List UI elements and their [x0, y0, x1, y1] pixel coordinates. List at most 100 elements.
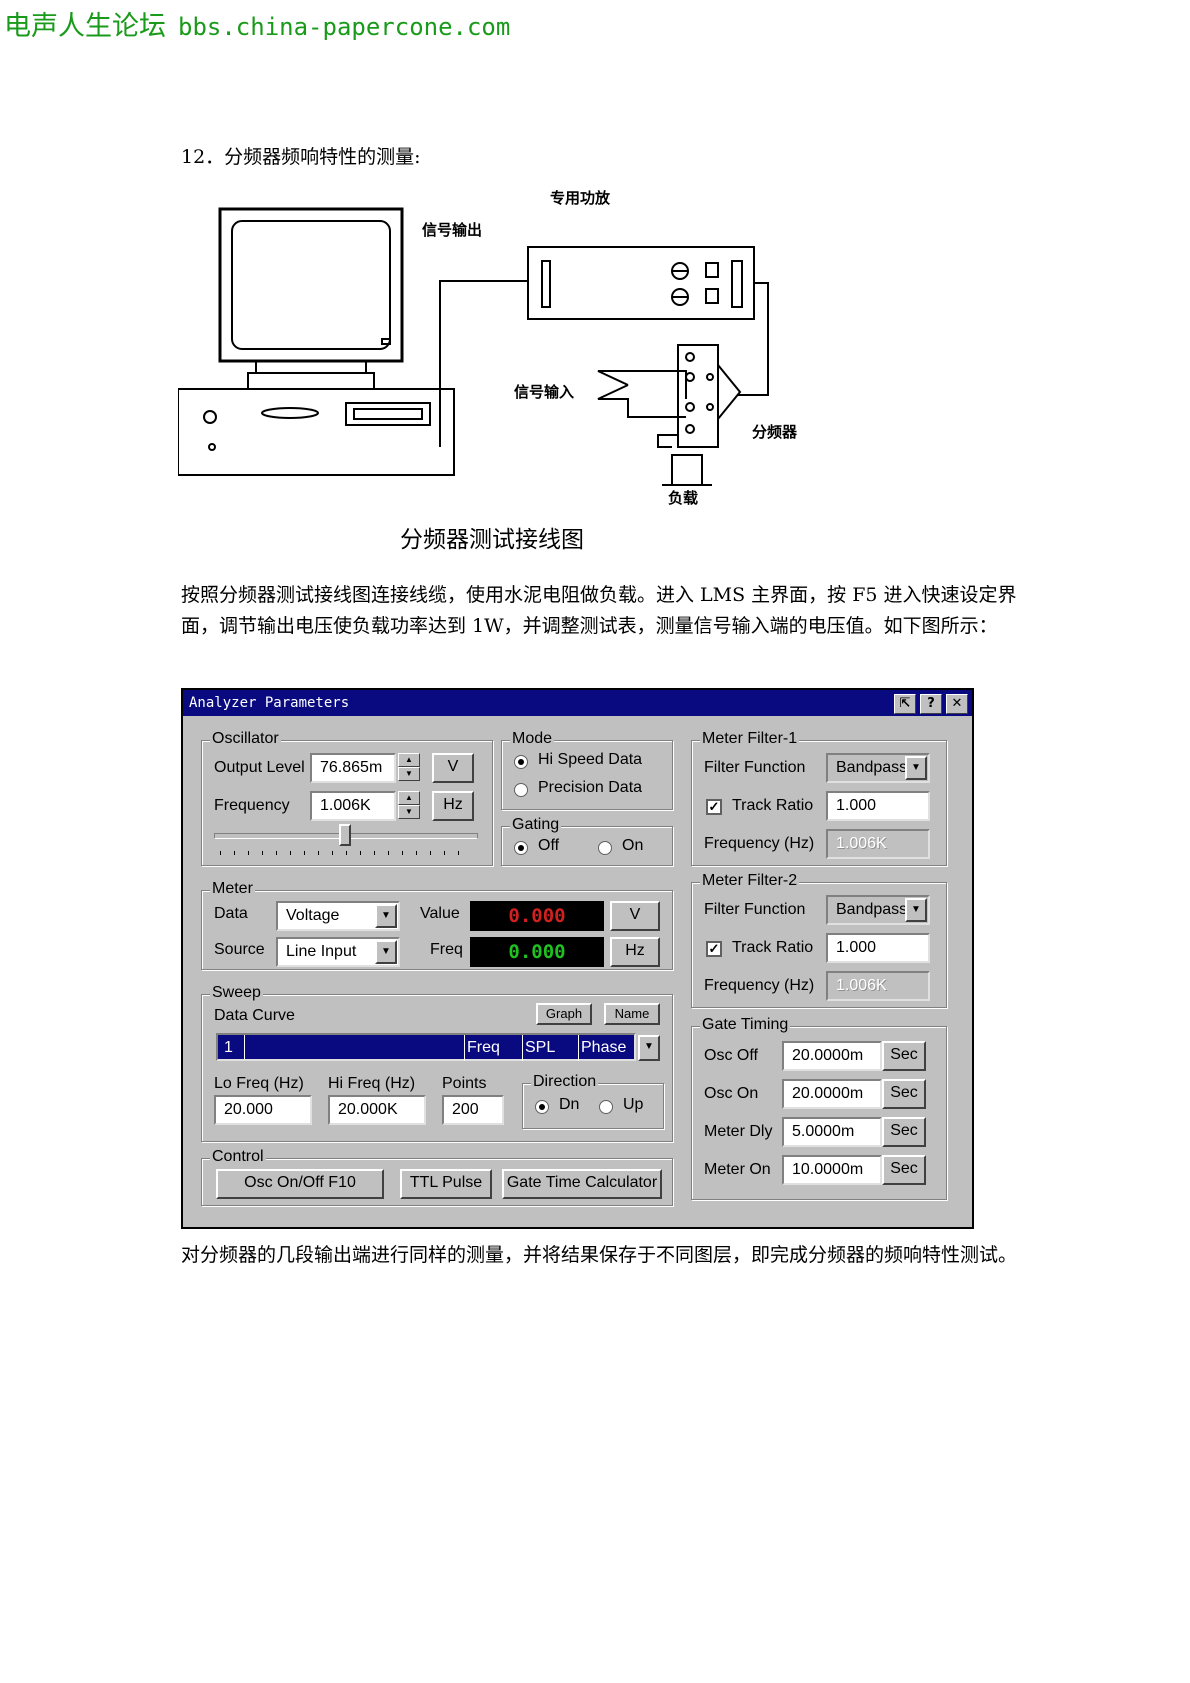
section-heading: 12．分频器频响特性的测量: [181, 146, 421, 168]
analyzer-parameters-dialog: Analyzer Parameters ⇱ ? ✕ Oscillator Out… [181, 688, 974, 1229]
meter-filter-2-title: Meter Filter-2 [700, 872, 800, 890]
filter-function-value: Bandpass [836, 759, 908, 776]
gate-osc-off-label: Osc Off [704, 1047, 758, 1064]
curve-col-spl: SPL [522, 1035, 555, 1061]
filter-function-label: Filter Function [704, 901, 806, 918]
label-signal-in: 信号输入 [514, 383, 574, 401]
gate-meter-on-field[interactable]: 10.0000m [782, 1155, 882, 1185]
close-icon[interactable]: ✕ [946, 694, 968, 714]
help-icon[interactable]: ? [920, 694, 942, 714]
points-label: Points [442, 1075, 487, 1092]
meter-value-unit-button[interactable]: V [610, 901, 660, 931]
ttl-pulse-button[interactable]: TTL Pulse [400, 1169, 492, 1199]
direction-up-label: Up [623, 1096, 644, 1113]
lo-freq-field[interactable]: 20.000 [214, 1095, 312, 1125]
oscillator-title: Oscillator [210, 730, 281, 748]
meter-data-select[interactable]: Voltage ▼ [276, 901, 400, 931]
down-arrow-icon[interactable]: ▼ [398, 767, 420, 781]
frequency-slider-thumb[interactable] [339, 824, 351, 846]
gate-timing-title: Gate Timing [700, 1016, 791, 1034]
name-button[interactable]: Name [604, 1003, 660, 1025]
gate-osc-off-unit[interactable]: Sec [882, 1041, 926, 1071]
frequency-stepper[interactable]: ▲▼ [398, 791, 420, 821]
meter-source-select[interactable]: Line Input▼ [276, 937, 400, 967]
frequency-unit-button[interactable]: Hz [432, 791, 474, 821]
gate-meter-dly-unit[interactable]: Sec [882, 1117, 926, 1147]
label-amp: 专用功放 [550, 189, 611, 207]
up-arrow-icon[interactable]: ▲ [398, 753, 420, 767]
gating-off-radio[interactable] [514, 841, 528, 855]
down-arrow-icon[interactable]: ▼ [398, 805, 420, 819]
filter-function-select[interactable]: Bandpass▼ [826, 753, 930, 783]
up-arrow-icon[interactable]: ▲ [398, 791, 420, 805]
osc-on-off-button[interactable]: Osc On/Off F10 [216, 1169, 384, 1199]
chevron-down-icon[interactable]: ▼ [638, 1035, 660, 1061]
track-ratio-checkbox[interactable]: ✓ [706, 799, 722, 815]
gate-time-calculator-button[interactable]: Gate Time Calculator [502, 1169, 662, 1199]
filter-function-select[interactable]: Bandpass▼ [826, 895, 930, 925]
track-ratio-field[interactable]: 1.000 [826, 933, 930, 963]
curve-col-freq: Freq [464, 1035, 500, 1061]
filter-frequency-field: 1.006K [826, 971, 930, 1001]
meter-freq-unit-button[interactable]: Hz [610, 937, 660, 967]
hi-freq-field[interactable]: 20.000K [328, 1095, 426, 1125]
sweep-group: Sweep Data Curve Graph Name 1 Freq SPL P… [201, 984, 673, 1142]
gate-osc-on-field[interactable]: 20.0000m [782, 1079, 882, 1109]
gating-off-label: Off [538, 837, 560, 854]
output-level-stepper[interactable]: ▲▼ [398, 753, 420, 783]
gate-meter-dly-field[interactable]: 5.0000m [782, 1117, 882, 1147]
direction-title: Direction [531, 1073, 599, 1091]
restore-icon[interactable]: ⇱ [894, 694, 916, 714]
direction-up-radio[interactable] [599, 1100, 613, 1114]
hi-speed-radio[interactable] [514, 755, 528, 769]
gate-osc-on-unit[interactable]: Sec [882, 1079, 926, 1109]
gate-osc-off-field[interactable]: 20.0000m [782, 1041, 882, 1071]
graph-button[interactable]: Graph [536, 1003, 592, 1025]
amplifier-icon [527, 246, 755, 320]
track-ratio-field[interactable]: 1.000 [826, 791, 930, 821]
gating-group: Gating Off On [501, 816, 673, 866]
mode-title: Mode [510, 730, 555, 748]
meter-data-label: Data [214, 905, 248, 922]
points-field[interactable]: 200 [442, 1095, 504, 1125]
meter-source-label: Source [214, 941, 265, 958]
gate-meter-on-label: Meter On [704, 1161, 771, 1178]
watermark-site: 电声人生论坛 [4, 11, 166, 42]
chevron-down-icon[interactable]: ▼ [905, 756, 927, 780]
data-curve-label: Data Curve [214, 1007, 295, 1024]
computer-case-icon [178, 388, 455, 476]
output-unit-button[interactable]: V [432, 753, 474, 783]
lo-freq-label: Lo Freq (Hz) [214, 1075, 304, 1092]
filter-function-value: Bandpass [836, 901, 908, 918]
label-signal-out: 信号输出 [422, 221, 482, 239]
chevron-down-icon[interactable]: ▼ [905, 898, 927, 922]
crossover-icon [677, 344, 742, 448]
gate-meter-dly-label: Meter Dly [704, 1123, 773, 1140]
precision-label: Precision Data [538, 779, 643, 796]
load-icon [662, 454, 712, 486]
oscillator-group: Oscillator Output Level 76.865m ▲▼ V Fre… [201, 730, 493, 866]
filter-frequency-label: Frequency (Hz) [704, 835, 815, 852]
precision-radio[interactable] [514, 783, 528, 797]
output-level-field[interactable]: 76.865m [310, 753, 396, 783]
wiring-diagram: 专用功放 信号输出 信号输入 分频器 负载 [178, 189, 798, 507]
meter-data-value: Voltage [286, 907, 340, 924]
meter-group: Meter Data Voltage▼ Source Line Input▼ V… [201, 880, 673, 970]
chevron-down-icon[interactable]: ▼ [375, 904, 397, 928]
direction-dn-radio[interactable] [535, 1100, 549, 1114]
track-ratio-label: Track Ratio [732, 797, 814, 814]
frequency-field[interactable]: 1.006K [310, 791, 396, 821]
output-level-label: Output Level [214, 759, 305, 776]
sweep-title: Sweep [210, 984, 263, 1002]
wires [439, 280, 769, 448]
data-curve-select[interactable]: 1 Freq SPL Phase [216, 1033, 636, 1061]
curve-name-cell [244, 1035, 247, 1059]
control-title: Control [210, 1148, 266, 1166]
chevron-down-icon[interactable]: ▼ [375, 940, 397, 964]
gating-on-radio[interactable] [598, 841, 612, 855]
gate-meter-on-unit[interactable]: Sec [882, 1155, 926, 1185]
track-ratio-checkbox[interactable]: ✓ [706, 941, 722, 957]
gating-title: Gating [510, 816, 562, 834]
mode-group: Mode Hi Speed Data Precision Data [501, 730, 673, 810]
